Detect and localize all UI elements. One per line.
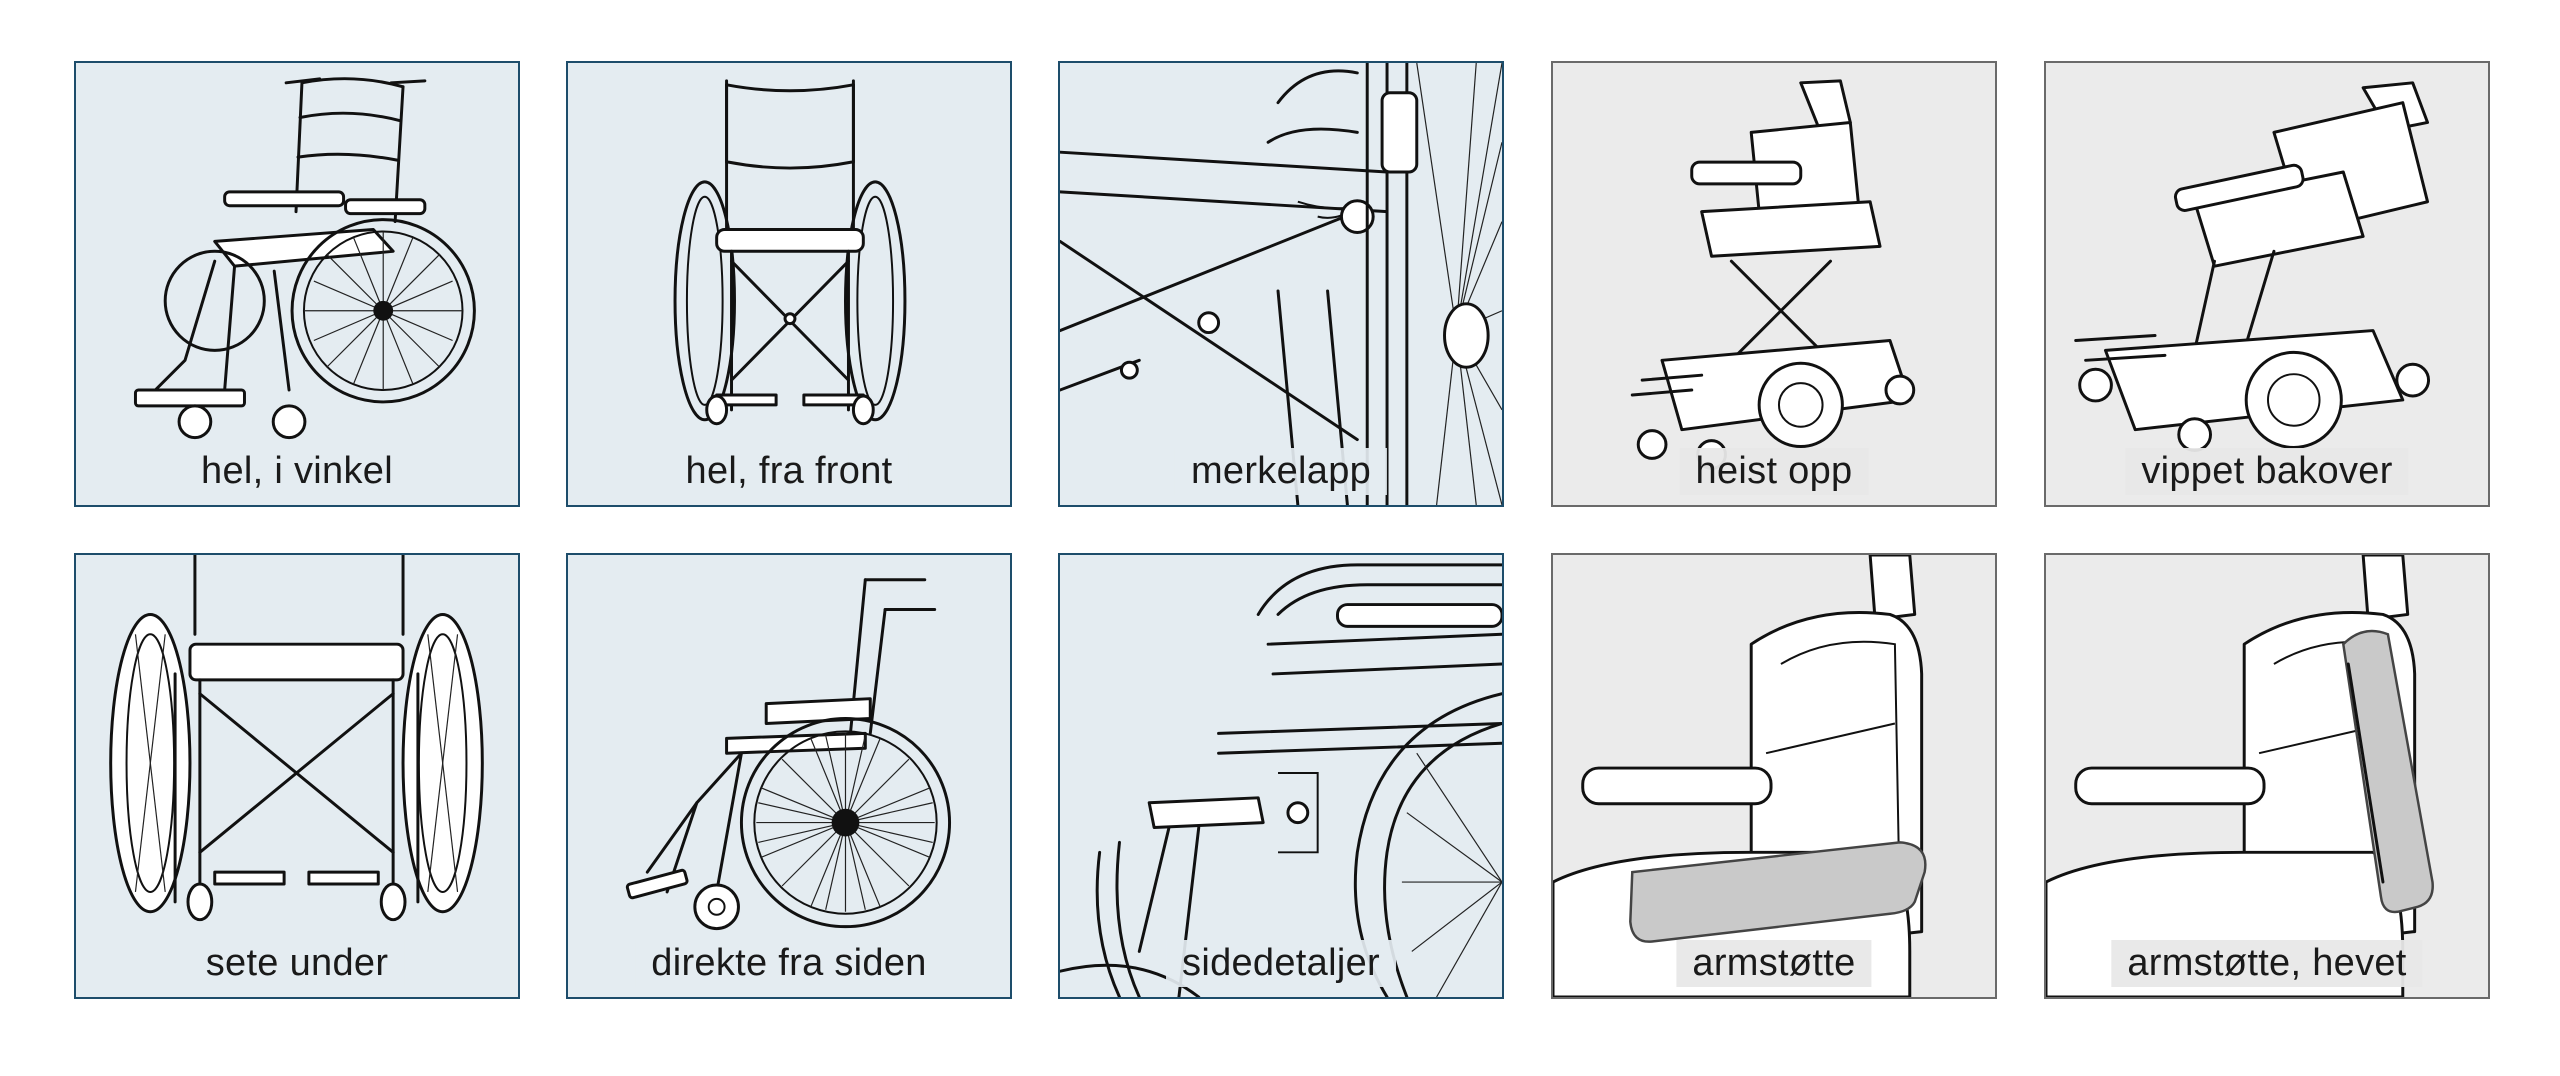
- powerchair-elevated-illustration: [1630, 79, 1916, 470]
- view-tile-tilted-back[interactable]: vippet bakover: [2044, 61, 2490, 507]
- wheelchair-front-illustration: [673, 79, 907, 426]
- seat-armrest-illustration: [1553, 555, 1927, 997]
- wheelchair-angled-illustration: [133, 77, 476, 440]
- tile-label: sete under: [189, 940, 405, 987]
- view-tile-direct-side[interactable]: direkte fra siden: [566, 553, 1012, 999]
- wheelchair-underside-illustration: [109, 555, 484, 922]
- view-tile-front[interactable]: hel, fra front: [566, 61, 1012, 507]
- wheelchair-tag-detail-illustration: [1060, 63, 1502, 505]
- tile-label: heist opp: [1679, 448, 1869, 495]
- tile-label: vippet bakover: [2125, 448, 2409, 495]
- tile-label: sidedetaljer: [1166, 940, 1396, 987]
- view-tile-angled[interactable]: hel, i vinkel: [74, 61, 520, 507]
- view-tile-side-details[interactable]: sidedetaljer: [1058, 553, 1504, 999]
- tile-label: hel, i vinkel: [185, 448, 409, 495]
- tile-label: armstøtte, hevet: [2111, 940, 2423, 987]
- seat-armrest-raised-illustration: [2046, 555, 2434, 997]
- wheelchair-side-detail-illustration: [1060, 563, 1502, 997]
- view-tile-armrest-raised[interactable]: armstøtte, hevet: [2044, 553, 2490, 999]
- view-tile-elevated[interactable]: heist opp: [1551, 61, 1997, 507]
- powerchair-tilted-illustration: [2074, 81, 2431, 452]
- wheelchair-side-illustration: [625, 578, 952, 931]
- tile-label: direkte fra siden: [635, 940, 943, 987]
- view-tile-seat-underside[interactable]: sete under: [74, 553, 520, 999]
- tile-label: hel, fra front: [669, 448, 909, 495]
- view-tile-label-tag[interactable]: merkelapp: [1058, 61, 1504, 507]
- tile-label: merkelapp: [1174, 448, 1388, 495]
- tile-label: armstøtte: [1676, 940, 1872, 987]
- view-tile-armrest[interactable]: armstøtte: [1551, 553, 1997, 999]
